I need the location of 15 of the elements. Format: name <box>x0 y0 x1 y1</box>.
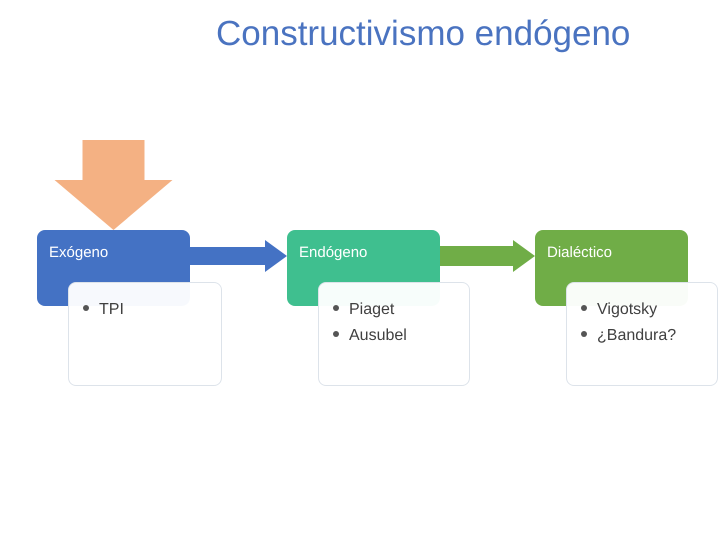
bullet-text: ¿Bandura? <box>597 326 676 346</box>
stage-label: Exógeno <box>49 244 108 261</box>
stage-label: Dialéctico <box>547 244 612 261</box>
bullet-text: TPI <box>99 300 124 320</box>
block-arrow <box>190 240 287 272</box>
block-arrow <box>54 140 172 230</box>
bullet-card <box>318 282 470 386</box>
bullet-text: Ausubel <box>349 326 407 346</box>
stage-label: Endógeno <box>299 244 368 261</box>
bullet-card <box>68 282 222 386</box>
bullet-text: Piaget <box>349 300 394 320</box>
title: Constructivismo endógeno <box>216 14 630 54</box>
block-arrow <box>440 240 535 272</box>
bullet-card <box>566 282 718 386</box>
bullet-text: Vigotsky <box>597 300 658 320</box>
